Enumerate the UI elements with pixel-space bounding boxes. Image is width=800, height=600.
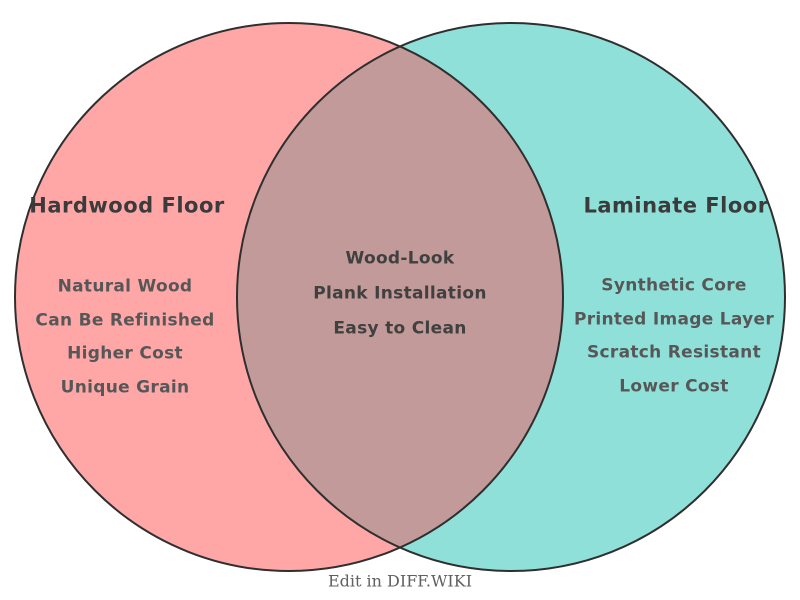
right-set-item: Synthetic Core [601, 275, 747, 296]
left-set-item: Natural Wood [57, 276, 193, 297]
left-set-item: Can Be Refinished [35, 310, 215, 331]
right-set-item: Printed Image Layer [573, 309, 775, 330]
edit-link[interactable]: Edit in DIFF.WIKI [327, 571, 473, 591]
right-circle-outline [236, 22, 786, 572]
overlap-item: Plank Installation [313, 283, 487, 304]
left-set-title: Hardwood Floor [29, 193, 225, 218]
overlap-region [237, 46, 563, 548]
right-set-title: Laminate Floor [583, 193, 769, 218]
overlap-item: Wood-Look [345, 248, 455, 269]
left-circle-outline [14, 22, 564, 572]
left-set-item: Higher Cost [67, 343, 183, 364]
right-set-item: Scratch Resistant [586, 342, 762, 363]
overlap-item: Easy to Clean [333, 318, 467, 339]
right-set-item: Lower Cost [619, 376, 729, 397]
left-set-item: Unique Grain [60, 377, 190, 398]
